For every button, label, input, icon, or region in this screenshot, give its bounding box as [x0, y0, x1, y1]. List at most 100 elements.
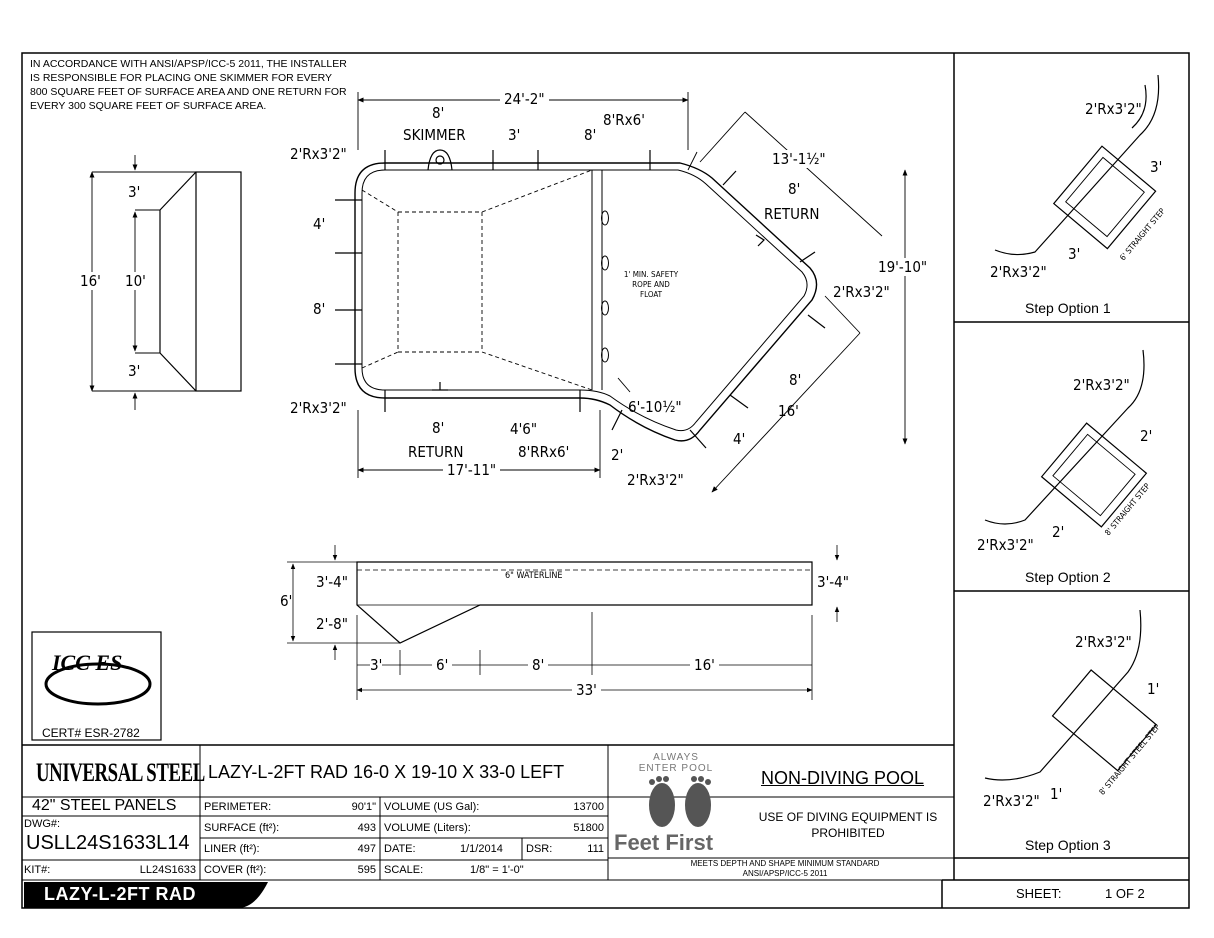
- kit-label: KIT#:: [24, 864, 51, 876]
- end-center: 10': [125, 272, 146, 290]
- profile-seg-3: 8': [528, 656, 549, 674]
- date-value: 1/1/2014: [460, 843, 503, 855]
- volume-gal-label: VOLUME (US Gal):: [384, 801, 480, 813]
- depth-standard: MEETS DEPTH AND SHAPE MINIMUM STANDARD A…: [690, 859, 880, 878]
- sheet-border: [21, 52, 1190, 909]
- end-bottom: 3': [128, 362, 141, 380]
- volume-gal-value: 13700: [573, 801, 604, 813]
- step3-radius-bottom: 2'Rx3'2": [983, 792, 1040, 810]
- bottom-seg-3: 2': [611, 446, 624, 464]
- bottom-seg-1: 8': [432, 419, 445, 437]
- non-diving-title: NON-DIVING POOL: [761, 768, 925, 788]
- model-badge-text: LAZY-L-2FT RAD: [44, 884, 196, 904]
- corner-bottom-left: 2'Rx3'2": [290, 399, 347, 417]
- step2-radius-bottom: 2'Rx3'2": [977, 536, 1034, 554]
- surface-label: SURFACE (ft²):: [204, 822, 280, 834]
- skimmer-label: SKIMMER: [403, 126, 466, 144]
- pool-plan-outline: [354, 162, 818, 442]
- liner-label: LINER (ft²):: [204, 843, 260, 855]
- top-seg-2: 3': [508, 126, 521, 144]
- step3-label: 8' STRAIGHT STEEL STEP: [1097, 722, 1162, 797]
- sheet-number: 1 OF 2: [1105, 886, 1145, 901]
- profile-overall: 33': [572, 681, 601, 699]
- step3-dim-a: 1': [1147, 680, 1160, 698]
- perimeter-value: 90'1": [351, 801, 376, 813]
- overall-height-right: 19'-10": [878, 258, 928, 276]
- diag-top-seg: 8': [788, 180, 801, 198]
- icc-es-logo: [44, 662, 152, 706]
- surface-value: 493: [357, 822, 376, 834]
- safety-rope-note: 1' MIN. SAFETY ROPE AND FLOAT: [623, 270, 679, 299]
- corner-top-left: 2'Rx3'2": [290, 145, 347, 163]
- dwg-label: DWG#:: [24, 818, 61, 830]
- step-option-3-drawing: [984, 609, 1158, 781]
- date-label: DATE:: [384, 843, 416, 855]
- dsr-label: DSR:: [526, 843, 553, 855]
- diving-warning: USE OF DIVING EQUIPMENT IS PROHIBITED: [758, 810, 938, 840]
- volume-l-value: 51800: [573, 822, 604, 834]
- volume-l-label: VOLUME (Liters):: [384, 822, 471, 834]
- profile-right-depth: 3'-4": [817, 573, 849, 591]
- step2-radius-top: 2'Rx3'2": [1073, 376, 1130, 394]
- radius-bottom: 8'RRx6': [518, 443, 570, 461]
- profile-step-depth: 2'-8": [316, 615, 348, 633]
- step2-title: Step Option 2: [1025, 569, 1111, 585]
- corner-bottom: 2'Rx3'2": [627, 471, 684, 489]
- step1-title: Step Option 1: [1025, 300, 1111, 316]
- step3-dim-b: 1': [1050, 785, 1063, 803]
- scale-value: 1/8" = 1'-0": [470, 864, 524, 876]
- always-enter-pool-text: ALWAYS ENTER POOL: [638, 752, 714, 774]
- top-seg-1: 8': [432, 104, 445, 122]
- step1-radius-top: 2'Rx3'2": [1085, 100, 1142, 118]
- profile-waterline: 6" WATERLINE: [505, 571, 563, 581]
- title-block-grid: [22, 745, 954, 881]
- profile-seg-4: 16': [690, 656, 719, 674]
- corner-right: 2'Rx3'2": [833, 283, 890, 301]
- step3-radius-top: 2'Rx3'2": [1075, 633, 1132, 651]
- step2-dim-b: 2': [1052, 523, 1065, 541]
- feet-first-text: Feet First: [614, 830, 714, 855]
- dwg-number: USLL24S1633L14: [26, 832, 190, 854]
- diag-bottom-seg-2: 4': [733, 430, 746, 448]
- return-bottom: RETURN: [408, 443, 464, 461]
- radius-top: 8'Rx6': [603, 111, 645, 129]
- cert-number: CERT# ESR-2782: [42, 726, 140, 740]
- top-seg-3: 8': [584, 126, 597, 144]
- profile-seg-2: 6': [432, 656, 453, 674]
- overall-length-top: 24'-2": [500, 90, 549, 108]
- sheet-label: SHEET:: [1016, 886, 1062, 901]
- end-width: 16': [80, 272, 101, 290]
- diag-bottom-seg-1: 8': [789, 371, 802, 389]
- profile-seg-1: 3': [370, 656, 383, 674]
- kit-number: LL24S1633: [139, 864, 196, 876]
- skimmer-icon: [427, 149, 453, 171]
- step1-dim-a: 3': [1150, 158, 1163, 176]
- step-option-1-drawing: [994, 74, 1160, 256]
- step-option-2-drawing: [984, 349, 1148, 528]
- pool-description: LAZY-L-2FT RAD 16-0 X 19-10 X 33-0 LEFT: [208, 762, 565, 782]
- step3-title: Step Option 3: [1025, 837, 1111, 853]
- liner-value: 497: [357, 843, 376, 855]
- dsr-value: 111: [587, 843, 604, 855]
- step1-label: 6' STRAIGHT STEP: [1118, 206, 1167, 263]
- step1-radius-bottom: 2'Rx3'2": [990, 263, 1047, 281]
- brand-name: UNIVERSAL STEEL: [36, 758, 205, 787]
- panels-label: 42" STEEL PANELS: [32, 797, 177, 814]
- step1-dim-b: 3': [1068, 245, 1081, 263]
- left-seg-1: 4': [313, 215, 326, 233]
- model-badge: [24, 882, 268, 908]
- rope-floats: [601, 210, 609, 363]
- perimeter-label: PERIMETER:: [204, 801, 272, 813]
- scale-label: SCALE:: [384, 864, 424, 876]
- icc-logo-text: ICC ES: [52, 650, 123, 675]
- return-fitting-icon: [432, 234, 765, 391]
- overall-length-bottom: 17'-11": [443, 461, 501, 479]
- icc-cert-box: [31, 631, 162, 741]
- deep-end-hopper: [361, 169, 593, 391]
- cover-value: 595: [357, 864, 376, 876]
- plan-dimension-lines: [357, 92, 908, 493]
- end-top: 3': [128, 183, 141, 201]
- profile-deep-depth: 6': [280, 592, 293, 610]
- panel-ticks: [335, 150, 826, 449]
